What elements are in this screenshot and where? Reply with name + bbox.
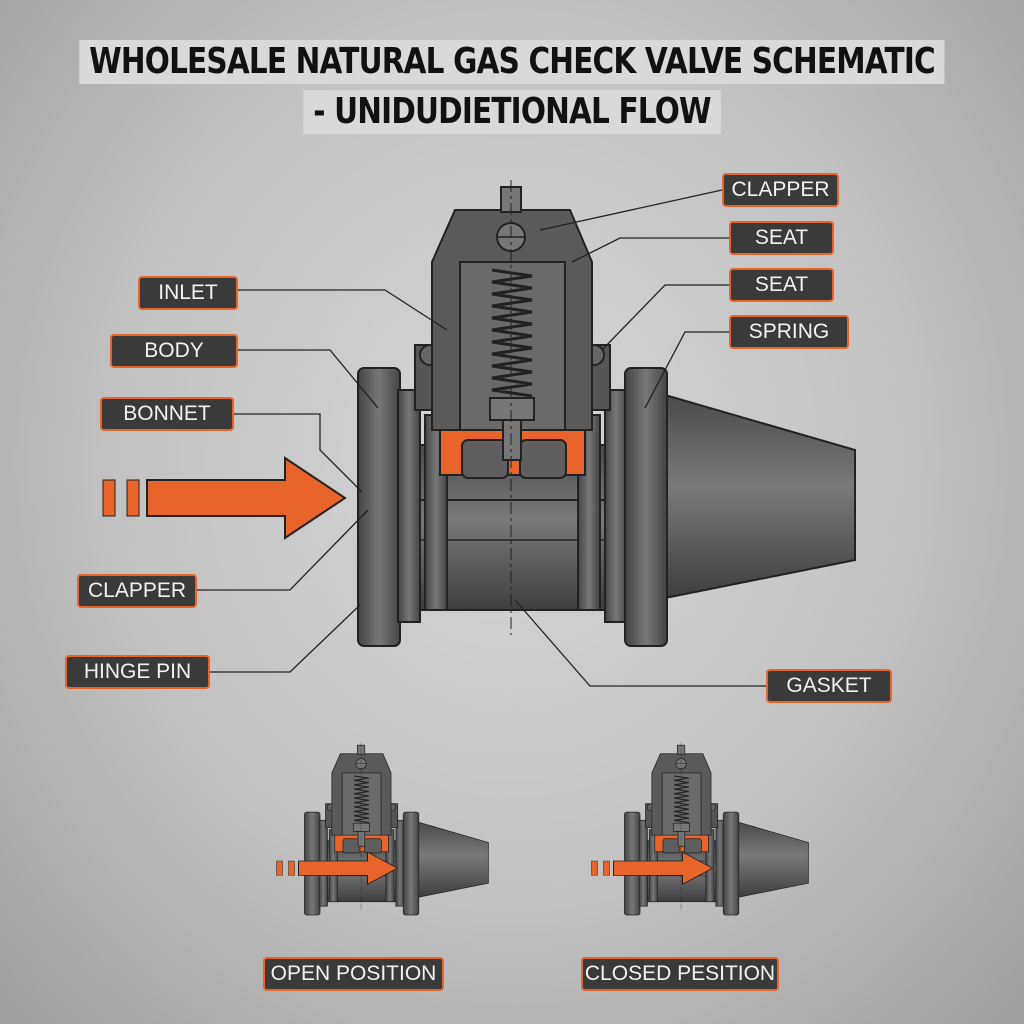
flow-arrow-main: [102, 457, 346, 539]
valve-open-small: [303, 742, 489, 916]
label-seat-2: SEAT: [729, 268, 834, 302]
label-bonnet: BONNET: [100, 397, 234, 431]
label-spring: SPRING: [729, 315, 849, 349]
label-hinge-pin: HINGE PIN: [65, 655, 210, 689]
label-seat-1: SEAT: [729, 221, 834, 255]
label-inlet: INLET: [138, 276, 238, 310]
title-line-1: WHOLESALE NATURAL GAS CHECK VALVE SCHEMA…: [79, 40, 945, 84]
title-line-2: - UNIDUDIETIONAL FLOW: [303, 90, 721, 134]
valve-closed-small: [623, 742, 809, 916]
leader-lines: [195, 189, 766, 687]
label-closed-position: CLOSED PESITION: [581, 957, 779, 991]
label-open-position: OPEN POSITION: [263, 957, 444, 991]
label-clapper-left: CLAPPER: [77, 574, 197, 608]
label-body: BODY: [110, 334, 238, 368]
label-clapper-right: CLAPPER: [722, 173, 839, 207]
label-gasket: GASKET: [766, 669, 892, 703]
